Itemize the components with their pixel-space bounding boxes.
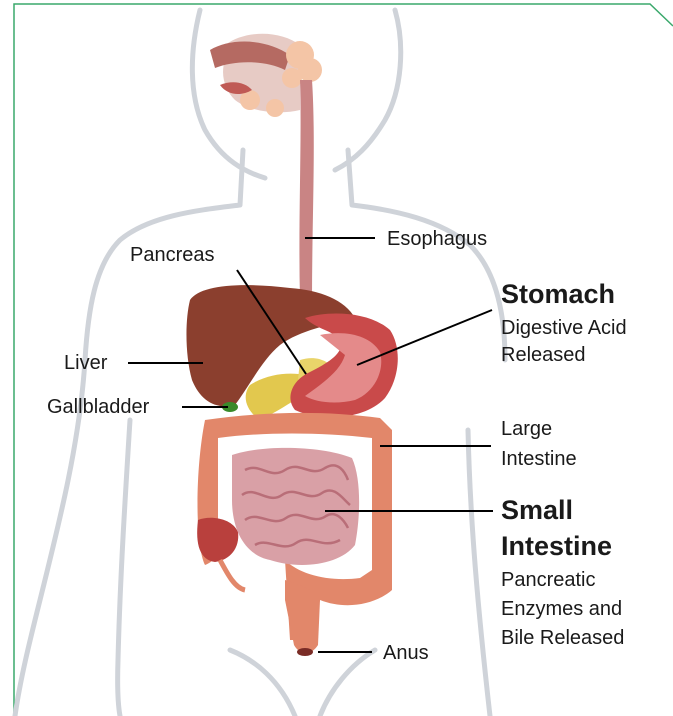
small-intestine-label-line-1: Small [501, 493, 573, 527]
small-intestine-label-line-2: Intestine [501, 529, 612, 563]
anus-opening [297, 648, 313, 656]
stomach-note-line-1: Digestive Acid [501, 315, 627, 341]
liver-label: Liver [64, 351, 107, 375]
small-intestine-note-line-1: Pancreatic [501, 567, 596, 593]
appendix [220, 560, 245, 590]
stomach-label: Stomach [501, 277, 615, 311]
small-intestine-note-line-3: Bile Released [501, 625, 624, 651]
esophagus [299, 80, 313, 300]
large-intestine-label-line-1: Large [501, 416, 552, 442]
esophagus-label: Esophagus [387, 227, 487, 251]
cecum [197, 518, 238, 562]
small-intestine-note-line-2: Enzymes and [501, 596, 622, 622]
stomach-note-line-2: Released [501, 342, 586, 368]
gallbladder-label: Gallbladder [47, 395, 149, 419]
pancreas-label: Pancreas [130, 243, 215, 267]
anus-label: Anus [383, 641, 429, 665]
small-intestine [232, 448, 359, 565]
large-intestine-label-line-2: Intestine [501, 446, 577, 472]
